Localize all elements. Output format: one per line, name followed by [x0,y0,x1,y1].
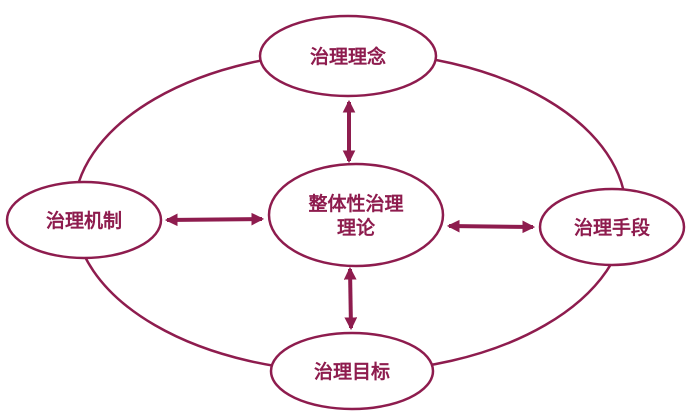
node-holistic-governance-theory-label-line1: 整体性治理 [308,192,403,215]
arrow-center-right [446,219,536,234]
node-governance-concept [258,14,438,98]
node-governance-goal [269,331,435,411]
node-governance-mechanism-label: 治理机制 [46,209,122,232]
node-governance-means-label: 治理手段 [574,216,651,239]
node-governance-concept-label: 治理理念 [310,45,386,68]
node-governance-mechanism [5,180,163,260]
arrow-center-left [164,212,265,227]
node-governance-goal-label: 治理目标 [314,360,390,383]
node-holistic-governance-theory-label-line2: 理论 [337,216,376,239]
arrow-center-bottom [343,266,358,331]
node-governance-means [538,187,686,267]
node-holistic-governance-theory [267,162,445,268]
